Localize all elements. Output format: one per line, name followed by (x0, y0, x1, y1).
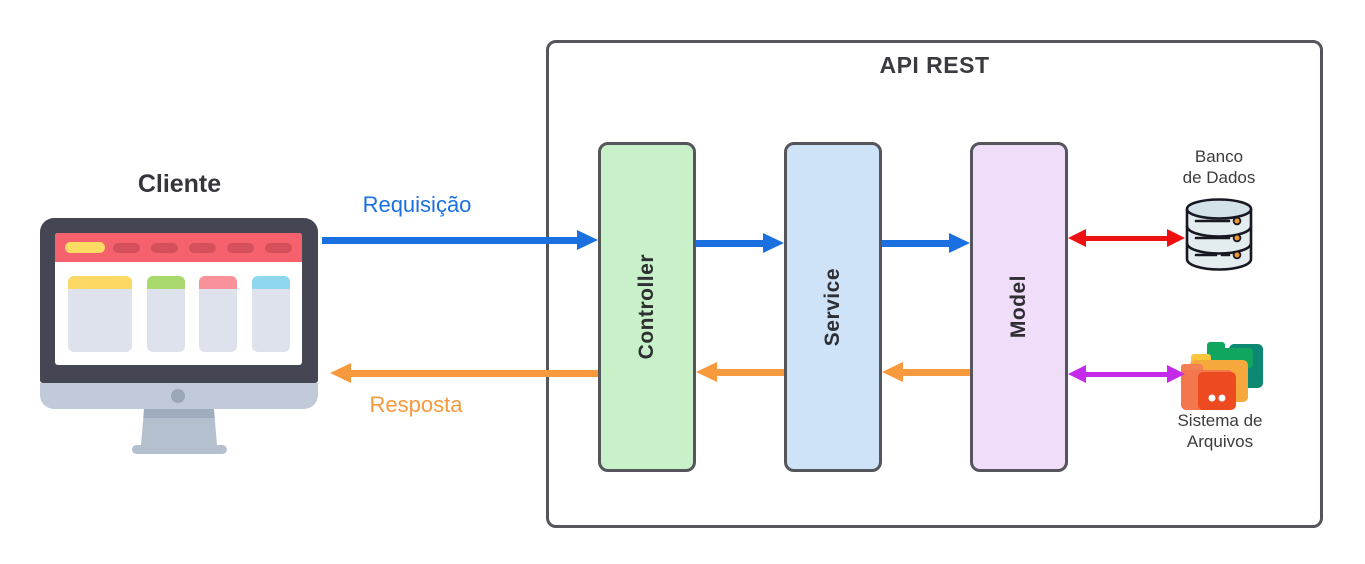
monitor-base (132, 445, 227, 454)
service-label: Service (821, 267, 844, 347)
arrow-shaft (1086, 235, 1167, 241)
monitor-neck-shade (141, 409, 217, 418)
database-label-line2: de Dados (1182, 168, 1256, 187)
monitor-neck (141, 409, 217, 445)
model-files-arrow (1068, 364, 1185, 384)
arrow-head-right (1167, 365, 1185, 383)
arrow-head-left (696, 362, 717, 382)
request-arrow (322, 230, 598, 250)
arrow-head-left (330, 363, 351, 383)
api-rest-title: API REST (879, 52, 990, 78)
arrow-head-right (577, 230, 598, 250)
controller-to-service-arrow (696, 233, 784, 253)
arrow-head-right (1167, 229, 1185, 247)
arrow-head-left (1068, 365, 1086, 383)
layer-box-service: Service (784, 142, 882, 472)
arrow-head-right (763, 233, 784, 253)
arrow-shaft (717, 368, 784, 376)
controller-label: Controller (635, 254, 658, 360)
service-to-model-arrow (882, 233, 970, 253)
arrow-shaft (696, 239, 763, 247)
response-arrow (330, 363, 598, 383)
screen-card (252, 276, 290, 352)
arrow-head-right (949, 233, 970, 253)
file-system-label-line2: Arquivos (1186, 432, 1254, 451)
topbar-pill (113, 243, 140, 253)
response-label: Resposta (369, 392, 463, 417)
screen-card (68, 276, 132, 352)
arrow-shaft (1086, 371, 1167, 377)
card-header (252, 276, 290, 289)
topbar-pill (265, 243, 292, 253)
topbar-pill-active (65, 242, 105, 253)
arrow-head-left (1068, 229, 1086, 247)
browser-topbar (55, 233, 302, 262)
card-header (147, 276, 185, 289)
arrow-head-left (882, 362, 903, 382)
model-to-service-arrow (882, 362, 970, 382)
arrow-shaft (903, 368, 970, 376)
file-system-label: Sistema de Arquivos (1156, 410, 1284, 452)
topbar-pill (227, 243, 254, 253)
database-icon (1185, 198, 1253, 271)
screen-card (147, 276, 185, 352)
arrow-shaft (882, 239, 949, 247)
monitor-camera-dot (171, 389, 185, 403)
database-label-line1: Banco (1194, 147, 1244, 166)
topbar-pill (151, 243, 178, 253)
arrow-shaft (322, 236, 577, 244)
file-system-label-line1: Sistema de (1177, 411, 1263, 430)
layer-box-controller: Controller (598, 142, 696, 472)
monitor-screen (55, 233, 302, 365)
layer-box-model: Model (970, 142, 1068, 472)
card-header (68, 276, 132, 289)
arrow-shaft (351, 369, 598, 377)
model-label: Model (1007, 275, 1030, 339)
request-label: Requisição (362, 192, 472, 217)
card-header (199, 276, 237, 289)
topbar-pill (189, 243, 216, 253)
model-database-arrow (1068, 228, 1185, 248)
screen-card (199, 276, 237, 352)
database-label: Banco de Dados (1160, 146, 1278, 188)
client-title: Cliente (137, 170, 222, 198)
service-to-controller-arrow (696, 362, 784, 382)
folders-icon (1181, 342, 1263, 410)
